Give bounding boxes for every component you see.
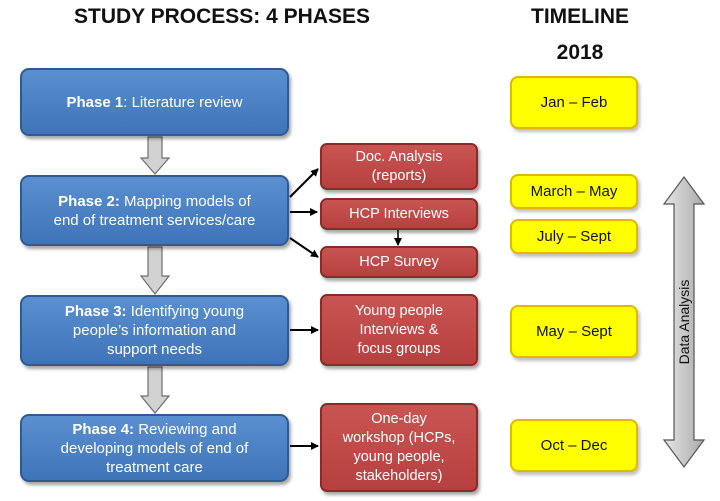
down-arrow-phase1-to-2 bbox=[139, 136, 171, 175]
workshop-line-2: workshop (HCPs, bbox=[342, 429, 456, 446]
phase-4-line-1: Reviewing and bbox=[138, 420, 237, 438]
workshop-line-4: stakeholders) bbox=[355, 467, 443, 484]
down-arrow-phase2-to-3 bbox=[139, 246, 171, 295]
hcp-survey-label: HCP Survey bbox=[359, 253, 439, 270]
hcp-interviews-label: HCP Interviews bbox=[349, 205, 449, 222]
arrow-phase2-to-hcp-survey bbox=[289, 237, 319, 258]
timeline-may-sept: May – Sept bbox=[510, 305, 638, 358]
phase-3-prefix: Phase 3: bbox=[64, 303, 127, 320]
timeline-march-may: March – May bbox=[510, 174, 638, 209]
phase-1-title: Literature review bbox=[131, 93, 243, 111]
hcp-interviews-box: HCP Interviews bbox=[320, 198, 478, 230]
hcp-survey-box: HCP Survey bbox=[320, 246, 478, 278]
doc-analysis-line-1: Doc. Analysis bbox=[355, 148, 443, 165]
arrow-phase2-to-doc-analysis bbox=[289, 168, 319, 198]
phase-1-prefix: Phase 1 bbox=[66, 93, 124, 111]
phase-3-line-1: Identifying young bbox=[130, 303, 245, 320]
phase-3-line-3: support needs bbox=[106, 341, 203, 358]
young-people-line-1: Young people bbox=[354, 302, 444, 319]
phase-2-line-2: end of treatment services/care bbox=[53, 211, 256, 229]
workshop-box: One-day workshop (HCPs, young people, st… bbox=[320, 403, 478, 492]
phase-2-box: Phase 2: Mapping models of end of treatm… bbox=[20, 175, 289, 246]
data-analysis-double-arrow bbox=[662, 175, 706, 469]
phase-4-line-3: treatment care bbox=[106, 458, 203, 476]
doc-analysis-box: Doc. Analysis (reports) bbox=[320, 143, 478, 190]
phase-4-line-2: developing models of end of bbox=[60, 439, 249, 457]
phase-3-line-2: people’s information and bbox=[72, 322, 237, 339]
phase-4-prefix: Phase 4: bbox=[72, 420, 135, 438]
young-people-line-3: focus groups bbox=[357, 340, 441, 357]
phase-2-prefix: Phase 2: bbox=[58, 192, 120, 210]
process-heading: STUDY PROCESS: 4 PHASES bbox=[73, 5, 371, 28]
data-analysis-label: Data Analysis bbox=[676, 279, 692, 365]
workshop-line-3: young people, bbox=[353, 448, 445, 465]
timeline-year: 2018 bbox=[556, 41, 604, 64]
timeline-oct-dec: Oct – Dec bbox=[510, 419, 638, 472]
doc-analysis-line-2: (reports) bbox=[371, 167, 427, 184]
phase-3-box: Phase 3: Identifying young people’s info… bbox=[20, 295, 289, 366]
young-people-line-2: Interviews & bbox=[359, 321, 439, 338]
phase-1-sep: : bbox=[123, 93, 132, 111]
young-people-box: Young people Interviews & focus groups bbox=[320, 294, 478, 366]
timeline-heading: TIMELINE bbox=[531, 5, 629, 28]
phase-2-line-1: Mapping models of bbox=[124, 192, 251, 210]
timeline-jan-feb: Jan – Feb bbox=[510, 76, 638, 129]
workshop-line-1: One-day bbox=[371, 410, 427, 427]
phase-1-box: Phase 1: Literature review bbox=[20, 68, 289, 136]
phase-4-box: Phase 4: Reviewing and developing models… bbox=[20, 414, 289, 482]
timeline-july-sept: July – Sept bbox=[510, 219, 638, 254]
down-arrow-phase3-to-4 bbox=[139, 366, 171, 414]
